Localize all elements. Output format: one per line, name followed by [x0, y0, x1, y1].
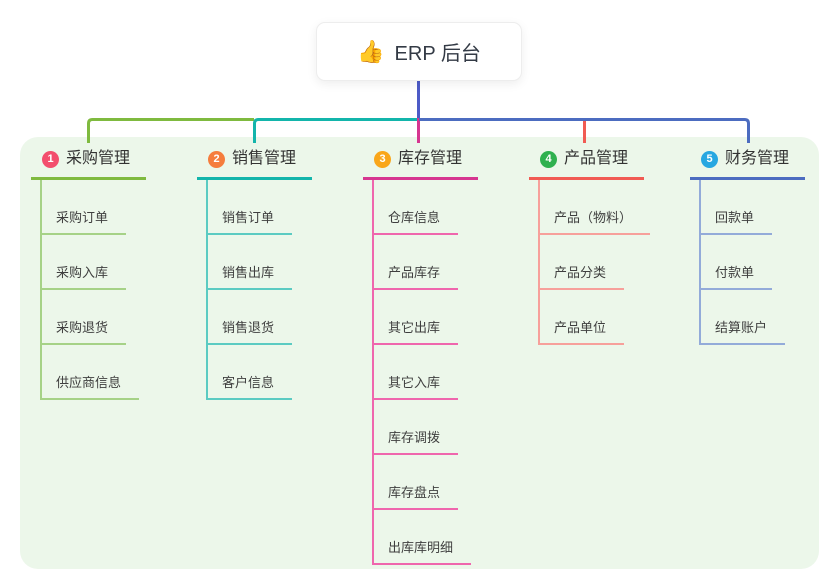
- branch-number-badge: 1: [42, 150, 59, 168]
- child-node-label: 产品分类: [554, 265, 607, 280]
- child-node[interactable]: 结算账户: [699, 290, 786, 345]
- child-node[interactable]: 库存盘点: [372, 455, 459, 510]
- branch-2: 2 销售管理 销售订单 销售出库 销售退货 客户信息: [197, 148, 313, 400]
- branch-children: 销售订单 销售出库 销售退货 客户信息: [206, 180, 312, 400]
- child-node-label: 其它出库: [388, 320, 441, 335]
- child-node-label: 其它入库: [388, 375, 441, 390]
- child-node-label: 供应商信息: [56, 375, 122, 390]
- child-node-label: 回款单: [715, 210, 755, 225]
- children-rail-line: [538, 180, 540, 344]
- child-node-label: 产品库存: [388, 265, 441, 280]
- branch-number-badge: 2: [208, 150, 225, 168]
- child-node[interactable]: 产品分类: [538, 235, 625, 290]
- child-node[interactable]: 销售退货: [206, 290, 293, 345]
- branch-children: 仓库信息 产品库存 其它出库 其它入库 库存调拨 库存盘点 出库库明细: [372, 180, 478, 565]
- child-node[interactable]: 其它入库: [372, 345, 459, 400]
- root-node-erp[interactable]: 👍 ERP 后台: [316, 22, 522, 81]
- child-node[interactable]: 采购退货: [40, 290, 127, 345]
- child-node[interactable]: 回款单: [699, 180, 773, 235]
- child-node-label: 销售出库: [222, 265, 275, 280]
- branch-header[interactable]: 4 产品管理: [529, 148, 645, 180]
- children-rail-line: [40, 180, 42, 399]
- branch-header[interactable]: 1 采购管理: [31, 148, 147, 180]
- branch-5: 5 财务管理 回款单 付款单 结算账户: [690, 148, 806, 345]
- child-node-label: 结算账户: [715, 320, 768, 335]
- branch-1: 1 采购管理 采购订单 采购入库 采购退货 供应商信息: [31, 148, 147, 400]
- child-node-label: 产品（物料）: [554, 210, 633, 225]
- branch-label: 财务管理: [725, 150, 790, 167]
- child-node[interactable]: 产品库存: [372, 235, 459, 290]
- child-node[interactable]: 产品单位: [538, 290, 625, 345]
- child-node-label: 产品单位: [554, 320, 607, 335]
- branch-header[interactable]: 2 销售管理: [197, 148, 313, 180]
- child-node[interactable]: 产品（物料）: [538, 180, 651, 235]
- branch-children: 产品（物料） 产品分类 产品单位: [538, 180, 651, 345]
- child-node[interactable]: 客户信息: [206, 345, 293, 400]
- child-node-label: 仓库信息: [388, 210, 441, 225]
- branch-label: 销售管理: [232, 150, 297, 167]
- child-node-label: 客户信息: [222, 375, 275, 390]
- child-node-label: 付款单: [715, 265, 755, 280]
- child-node[interactable]: 仓库信息: [372, 180, 459, 235]
- thumbs-up-icon: 👍: [357, 38, 385, 64]
- branch-label: 采购管理: [66, 150, 131, 167]
- child-node[interactable]: 销售订单: [206, 180, 293, 235]
- child-node[interactable]: 库存调拨: [372, 400, 459, 455]
- branch-label: 产品管理: [564, 150, 629, 167]
- child-node-label: 采购入库: [56, 265, 109, 280]
- branch-4: 4 产品管理 产品（物料） 产品分类 产品单位: [529, 148, 651, 345]
- child-node-label: 库存调拨: [388, 430, 441, 445]
- child-node-label: 库存盘点: [388, 485, 441, 500]
- child-node-label: 销售退货: [222, 320, 275, 335]
- branch-number-badge: 5: [701, 150, 718, 168]
- children-rail-line: [372, 180, 374, 564]
- child-node[interactable]: 销售出库: [206, 235, 293, 290]
- connector-branch-2: [253, 118, 417, 143]
- branch-children: 采购订单 采购入库 采购退货 供应商信息: [40, 180, 146, 400]
- child-node[interactable]: 出库库明细: [372, 510, 472, 565]
- branch-children: 回款单 付款单 结算账户: [699, 180, 805, 345]
- connector-branch-5: [419, 118, 750, 143]
- root-node-label: ERP 后台: [394, 43, 481, 65]
- children-rail-line: [206, 180, 208, 399]
- child-node-label: 销售订单: [222, 210, 275, 225]
- child-node[interactable]: 供应商信息: [40, 345, 140, 400]
- child-node[interactable]: 付款单: [699, 235, 773, 290]
- connector-branch-1: [87, 118, 254, 143]
- children-rail-line: [699, 180, 701, 344]
- child-node[interactable]: 其它出库: [372, 290, 459, 345]
- child-node-label: 出库库明细: [388, 540, 454, 555]
- child-node-label: 采购订单: [56, 210, 109, 225]
- branch-header[interactable]: 3 库存管理: [363, 148, 479, 180]
- branch-number-badge: 4: [540, 150, 557, 168]
- mindmap-background-panel: [20, 137, 819, 569]
- branch-3: 3 库存管理 仓库信息 产品库存 其它出库 其它入库 库存调拨 库存盘点 出库库…: [363, 148, 479, 565]
- branch-header[interactable]: 5 财务管理: [690, 148, 806, 180]
- branch-label: 库存管理: [398, 150, 463, 167]
- child-node-label: 采购退货: [56, 320, 109, 335]
- child-node[interactable]: 采购订单: [40, 180, 127, 235]
- child-node[interactable]: 采购入库: [40, 235, 127, 290]
- branch-number-badge: 3: [374, 150, 391, 168]
